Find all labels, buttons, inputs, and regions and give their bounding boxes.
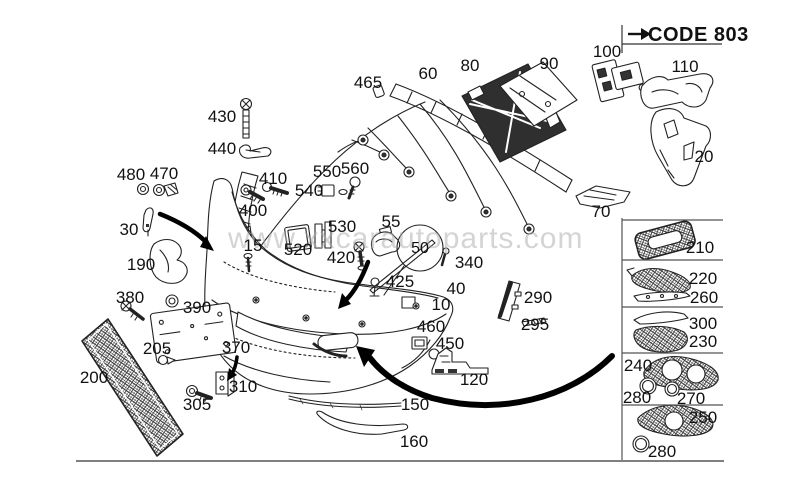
callout-410[interactable]: 410: [259, 169, 287, 188]
part-bracket-120-drawing: [431, 347, 489, 375]
callout-220[interactable]: 220: [689, 269, 717, 288]
callout-430[interactable]: 430: [208, 107, 236, 126]
callout-190[interactable]: 190: [127, 255, 155, 274]
callout-370[interactable]: 370: [222, 338, 250, 357]
part-grille-200-drawing: [81, 318, 184, 457]
callout-400[interactable]: 400: [239, 201, 267, 220]
callout-60[interactable]: 60: [419, 64, 438, 83]
callout-390[interactable]: 390: [183, 298, 211, 317]
part-bracket-90-drawing: [499, 61, 578, 127]
panel-grille-210-drawing: [634, 220, 696, 260]
part-screw-430-drawing: [239, 97, 272, 159]
part-reflector-drawing: [497, 280, 547, 327]
part-screw-305-bracket-310-drawing: [185, 371, 235, 402]
part-nut-screw-drawing: [120, 294, 179, 321]
callout-100[interactable]: 100: [593, 42, 621, 61]
panel-frame: [76, 25, 724, 462]
callout-50[interactable]: 50: [411, 240, 429, 257]
callout-425[interactable]: 425: [386, 272, 414, 291]
part-clip-205-drawing: [157, 354, 176, 366]
callout-560[interactable]: 560: [341, 159, 369, 178]
callout-465[interactable]: 465: [354, 73, 382, 92]
code-label: CODE 803: [648, 24, 749, 46]
callout-310[interactable]: 310: [229, 377, 257, 396]
callout-210[interactable]: 210: [686, 238, 714, 257]
panel-grille-250-280-drawing: [632, 404, 714, 453]
callout-240[interactable]: 240: [624, 356, 652, 375]
part-assembly-100-drawing: [591, 59, 647, 103]
callout-450[interactable]: 450: [436, 334, 464, 353]
callout-550[interactable]: 550: [313, 162, 341, 181]
callout-250[interactable]: 250: [689, 408, 717, 427]
callout-55[interactable]: 55: [382, 212, 401, 231]
callout-15[interactable]: 15: [244, 236, 263, 255]
callout-200[interactable]: 200: [80, 368, 108, 387]
callout-120[interactable]: 120: [460, 370, 488, 389]
callout-80[interactable]: 80: [461, 56, 480, 75]
code-arrow-icon: [628, 28, 651, 40]
pointer-arrow-420: [338, 259, 371, 309]
panel-grille-300-230-drawing: [633, 311, 689, 353]
callout-205[interactable]: 205: [143, 339, 171, 358]
callout-340[interactable]: 340: [455, 253, 483, 272]
callout-530[interactable]: 530: [328, 217, 356, 236]
part-grommet-drawing: [136, 182, 179, 197]
watermark: www.xxcarautoparts.com: [227, 222, 583, 255]
callout-150[interactable]: 150: [401, 395, 429, 414]
part-clip-30-drawing: [142, 207, 154, 237]
part-strip-160-drawing: [316, 410, 409, 435]
part-corner-bracket-drawing: [149, 238, 188, 284]
callout-440[interactable]: 440: [208, 139, 236, 158]
callout-470[interactable]: 470: [150, 164, 178, 183]
pointer-arrow-205: [227, 355, 239, 381]
callout-110[interactable]: 110: [671, 57, 698, 76]
callout-40[interactable]: 40: [447, 279, 466, 298]
part-screw-340-strip-40-drawing: [369, 239, 450, 294]
part-side-bracket-20-drawing: [650, 108, 712, 187]
callout-420[interactable]: 420: [327, 248, 355, 267]
callout-70[interactable]: 70: [592, 202, 611, 221]
callout-480[interactable]: 480: [117, 165, 145, 184]
part-relay-bolt-drawing: [317, 176, 361, 200]
callout-270[interactable]: 270: [677, 389, 705, 408]
pointer-arrow-swoosh: [356, 346, 615, 408]
panel-grille-240-280-270-drawing: [639, 355, 719, 397]
callout-290[interactable]: 290: [524, 288, 552, 307]
callout-30[interactable]: 30: [120, 220, 139, 239]
part-strip-150-drawing: [288, 395, 402, 411]
part-module-drawing: [284, 221, 332, 252]
callout-460[interactable]: 460: [417, 317, 445, 336]
callout-230[interactable]: 230: [689, 332, 717, 351]
callout-260[interactable]: 260: [690, 288, 718, 307]
callout-300[interactable]: 300: [689, 314, 717, 333]
callout-90[interactable]: 90: [540, 54, 559, 73]
pointer-arrow-30: [157, 211, 214, 251]
part-bolt-400-410-drawing: [240, 181, 289, 204]
part-plate-bracket-drawing: [149, 302, 237, 364]
callout-160[interactable]: 160: [400, 432, 428, 451]
callout-20[interactable]: 20: [695, 147, 714, 166]
callout-520[interactable]: 520: [284, 240, 312, 259]
callout-295[interactable]: 295: [521, 315, 549, 334]
part-bracket-110-drawing: [640, 73, 714, 109]
callout-10[interactable]: 10: [432, 295, 451, 314]
part-cover-55-drawing: [370, 225, 401, 257]
callout-540[interactable]: 540: [295, 181, 323, 200]
callout-280a[interactable]: 280: [623, 388, 651, 407]
callout-305[interactable]: 305: [183, 395, 211, 414]
part-bracket-70-drawing: [575, 185, 631, 209]
panel-grille-220-260-drawing: [626, 267, 691, 302]
part-screw-15-drawing: [243, 252, 253, 273]
callout-380[interactable]: 380: [116, 288, 144, 307]
callout-280b[interactable]: 280: [648, 442, 676, 461]
part-bumper-cover-drawing: [204, 178, 454, 395]
